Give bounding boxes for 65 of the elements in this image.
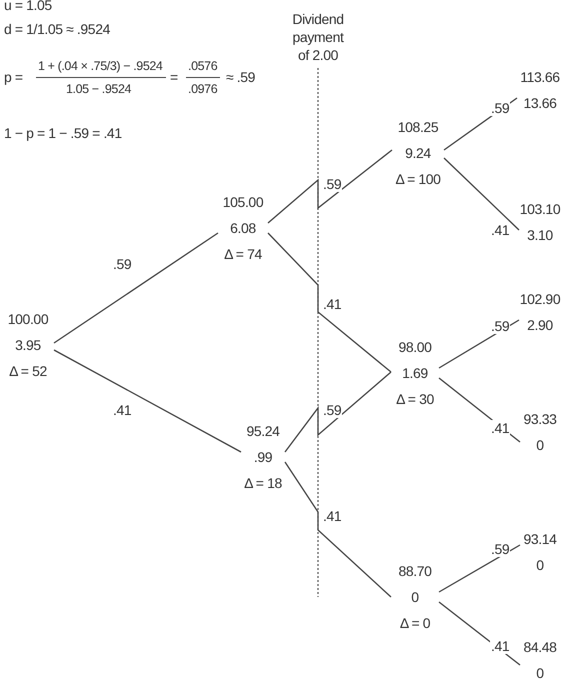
option-value: 3.95 bbox=[15, 336, 41, 355]
option-value: 9.24 bbox=[405, 144, 431, 163]
probability-label: .41 bbox=[322, 296, 342, 312]
probability-label: .59 bbox=[490, 100, 510, 116]
price-value: 105.00 bbox=[222, 193, 264, 212]
delta-value: Δ = 100 bbox=[395, 170, 441, 189]
option-value: 0 bbox=[536, 556, 544, 575]
equation: u = 1.05 bbox=[4, 0, 52, 14]
denominator: .0976 bbox=[188, 81, 218, 98]
price-value: 93.14 bbox=[523, 530, 557, 549]
delta-value: Δ = 18 bbox=[244, 474, 282, 493]
price-value: 84.48 bbox=[523, 638, 557, 657]
probability-label: .59 bbox=[490, 541, 510, 557]
probability-label: .59 bbox=[112, 256, 132, 272]
denominator: 1.05 − .9524 bbox=[66, 81, 132, 98]
price-value: 108.25 bbox=[398, 118, 438, 137]
equation: d = 1/1.05 ≈ .9524 bbox=[4, 20, 110, 38]
equation: = bbox=[170, 68, 178, 86]
probability-label: .59 bbox=[322, 176, 342, 192]
probability-label: .59 bbox=[490, 318, 510, 334]
option-value: 13.66 bbox=[523, 94, 557, 113]
tree-branch bbox=[54, 349, 242, 453]
price-value: 102.90 bbox=[520, 290, 560, 309]
option-value: 6.08 bbox=[230, 219, 256, 238]
numerator: 1 + (.04 × .75/3) − .9524 bbox=[38, 58, 162, 75]
probability-label: .41 bbox=[490, 638, 510, 654]
delta-value: Δ = 0 bbox=[400, 614, 430, 633]
price-value: 98.00 bbox=[398, 338, 432, 357]
tree-branch bbox=[438, 601, 520, 666]
option-value: 0 bbox=[536, 664, 544, 683]
annotation: Dividend payment of 2.00 bbox=[291, 10, 345, 64]
price-value: 95.24 bbox=[246, 422, 280, 441]
option-value: 2.90 bbox=[527, 316, 553, 335]
equation: ≈ .59 bbox=[226, 68, 256, 86]
tree-branch bbox=[284, 462, 392, 598]
option-value: 0 bbox=[536, 436, 544, 455]
delta-value: Δ = 52 bbox=[9, 362, 47, 381]
tree-branch bbox=[444, 158, 520, 230]
price-value: 100.00 bbox=[8, 310, 48, 329]
tree-branch bbox=[268, 149, 392, 224]
numerator: .0576 bbox=[188, 58, 218, 75]
tree-branch bbox=[268, 232, 392, 372]
tree-branch bbox=[284, 372, 392, 452]
probability-label: .59 bbox=[322, 402, 342, 418]
equation: p = bbox=[4, 68, 23, 86]
option-value: 1.69 bbox=[402, 364, 428, 383]
delta-value: Δ = 30 bbox=[396, 390, 434, 409]
tree-branch bbox=[54, 232, 218, 344]
probability-label: .41 bbox=[112, 402, 132, 418]
probability-label: .41 bbox=[490, 420, 510, 436]
delta-value: Δ = 74 bbox=[224, 245, 262, 264]
probability-label: .41 bbox=[490, 222, 510, 238]
tree-branch bbox=[438, 378, 520, 442]
price-value: 93.33 bbox=[523, 410, 557, 429]
option-value: .99 bbox=[254, 448, 272, 467]
option-value: 0 bbox=[411, 588, 419, 607]
price-value: 88.70 bbox=[398, 562, 432, 581]
tree-branch bbox=[444, 97, 518, 151]
price-value: 113.66 bbox=[520, 68, 560, 87]
tree-branch bbox=[438, 544, 520, 593]
equation: 1 − p = 1 − .59 = .41 bbox=[4, 124, 122, 142]
option-value: 3.10 bbox=[527, 226, 553, 245]
probability-label: .41 bbox=[322, 508, 342, 524]
tree-branch bbox=[438, 319, 520, 369]
price-value: 103.10 bbox=[520, 200, 560, 219]
